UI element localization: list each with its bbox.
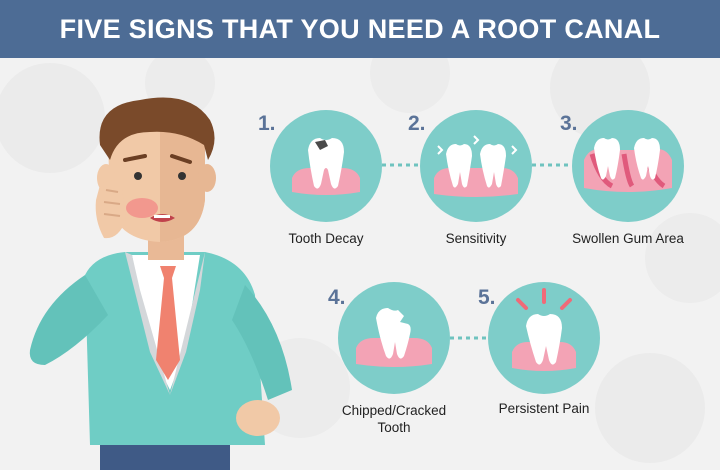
sign-circle-3: [572, 110, 684, 222]
sensitive-teeth-icon: [434, 135, 518, 197]
sign-label-3: Swollen Gum Area: [572, 231, 684, 246]
page-title: FIVE SIGNS THAT YOU NEED A ROOT CANAL: [59, 13, 661, 44]
sign-number-3: 3.: [560, 112, 578, 135]
sign-number-2: 2.: [408, 112, 426, 135]
sign-circle-4: [338, 282, 450, 394]
swollen-gum-icon: [584, 138, 672, 192]
sign-label-5: Persistent Pain: [498, 401, 590, 416]
sign-label-4: Chipped/Cracked Tooth: [341, 403, 447, 435]
sign-label-1: Tooth Decay: [288, 231, 364, 246]
sign-number-5: 5.: [478, 286, 496, 309]
sign-number-1: 1.: [258, 112, 276, 135]
worried-man-illustration: [29, 97, 292, 470]
sign-number-4: 4.: [328, 286, 346, 309]
decayed-tooth-icon: [292, 138, 360, 195]
sign-label-2: Sensitivity: [445, 231, 507, 246]
sign-circle-1: [270, 110, 382, 222]
title-banner: FIVE SIGNS THAT YOU NEED A ROOT CANAL: [0, 0, 720, 58]
painful-tooth-icon: [512, 288, 576, 371]
sign-circle-5: [488, 282, 600, 394]
sign-circle-2: [420, 110, 532, 222]
cracked-tooth-icon: [356, 308, 432, 367]
